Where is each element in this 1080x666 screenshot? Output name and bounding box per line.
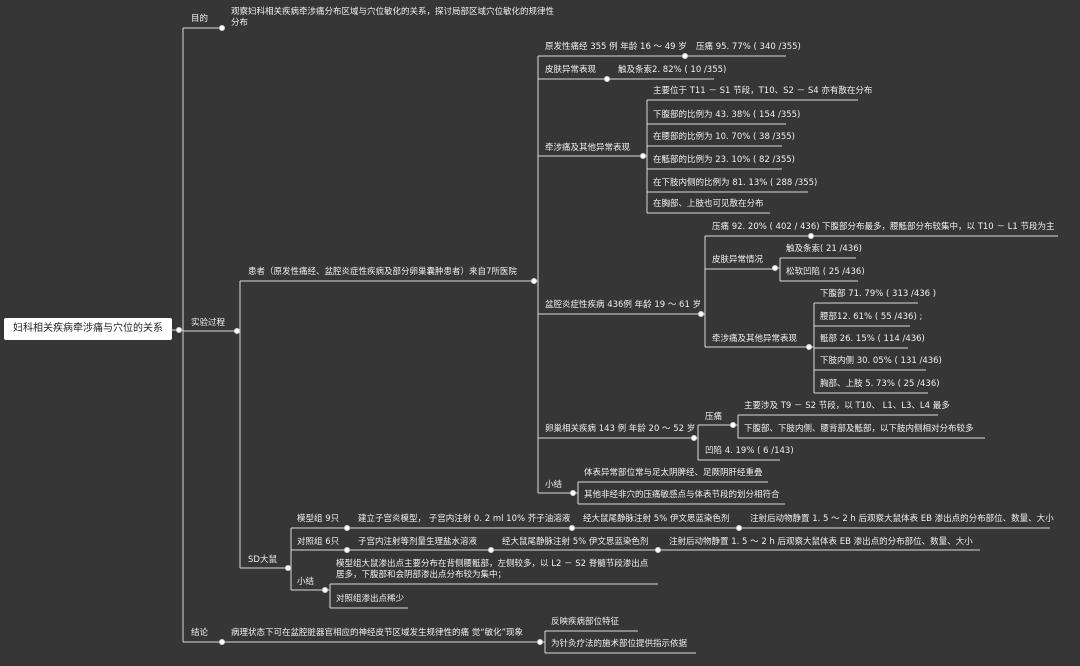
ovary-topic[interactable]: 卵巢相关疾病 143 例 年龄 20 ～ 52 岁 xyxy=(545,424,696,434)
collapse-toggle[interactable] xyxy=(730,422,736,428)
dysmenorrhea-skin-value[interactable]: 触及条索2. 82% ( 10 /355) xyxy=(618,65,727,75)
branch-conclusion[interactable]: 结论 xyxy=(191,628,209,638)
collapse-toggle[interactable] xyxy=(488,547,494,553)
dysmenorrhea-referred[interactable]: 牵涉痛及其他异常表现 xyxy=(545,143,631,153)
rats-summary[interactable]: 小结 xyxy=(297,577,315,587)
collapse-toggle[interactable] xyxy=(682,53,688,59)
rats-summary-item[interactable]: 对照组渗出点稀少 xyxy=(336,594,405,604)
patients-summary-item[interactable]: 体表异常部位常与足太阴脾经、足厥阴肝经重叠 xyxy=(584,468,763,478)
purpose-text[interactable]: 观察妇科相关疾病牵涉痛分布区域与穴位敏化的关系，探讨局部区域穴位敏化的规律性分布 xyxy=(231,7,555,28)
collapse-toggle[interactable] xyxy=(344,525,350,531)
collapse-toggle[interactable] xyxy=(176,327,182,333)
pid-skin-item[interactable]: 触及条索( 21 /436) xyxy=(786,244,862,254)
ovary-depression[interactable]: 凹陷 4. 19% ( 6 /143) xyxy=(705,446,794,456)
dysmenorrhea-tenderness[interactable]: 压痛 95. 77% ( 340 /355) xyxy=(696,42,801,52)
collapse-toggle[interactable] xyxy=(537,639,543,645)
control-step[interactable]: 注射后动物静置 1. 5 ～ 2 h 后观察大鼠体表 EB 渗出点的分布部位、数… xyxy=(669,537,973,547)
branch-experiment[interactable]: 实验过程 xyxy=(191,318,226,328)
control-step[interactable]: 子宫内注射等剂量生理盐水溶液 xyxy=(358,537,478,547)
pid-skin-item[interactable]: 松软凹陷 ( 25 /436) xyxy=(786,267,865,277)
collapse-toggle[interactable] xyxy=(569,525,575,531)
collapse-toggle[interactable] xyxy=(219,25,225,31)
ovary-tenderness-item[interactable]: 下腹部、下肢内侧、腰背部及骶部，以下肢内侧相对分布较多 xyxy=(744,424,974,434)
conclusion-item[interactable]: 反映疾病部位特征 xyxy=(551,617,620,627)
model-step[interactable]: 建立子宫炎模型， 子宫内注射 0. 2 ml 10% 芥子油溶液 xyxy=(358,514,571,524)
dysmenorrhea-item[interactable]: 在下肢内侧的比例为 81. 13% ( 288 /355) xyxy=(653,178,818,188)
collapse-toggle[interactable] xyxy=(772,265,778,271)
dysmenorrhea-item[interactable]: 在胸部、上肢也可见散在分布 xyxy=(653,199,764,209)
collapse-toggle[interactable] xyxy=(806,344,812,350)
model-step[interactable]: 注射后动物静置 1. 5 ～ 2 h 后观察大鼠体表 EB 渗出点的分布部位、数… xyxy=(750,514,1054,524)
control-step[interactable]: 经大鼠尾静脉注射 5% 伊文思蓝染色剂 xyxy=(502,537,649,547)
patients-topic[interactable]: 患者（原发性痛经、盆腔炎症性疾病及部分卵巢囊肿患者）来自7所医院 xyxy=(248,267,517,277)
dysmenorrhea-item[interactable]: 下腹部的比例为 43. 38% ( 154 /355) xyxy=(653,110,801,120)
collapse-toggle[interactable] xyxy=(234,328,240,334)
dysmenorrhea-topic[interactable]: 原发性痛经 355 例 年龄 16 ～ 49 岁 xyxy=(545,42,687,52)
pid-item[interactable]: 下肢内侧 30. 05% ( 131 /436) xyxy=(820,356,942,366)
pid-item[interactable]: 胸部、上肢 5. 73% ( 25 /436) xyxy=(820,379,940,389)
collapse-toggle[interactable] xyxy=(640,153,646,159)
model-group[interactable]: 模型组 9只 xyxy=(297,514,340,524)
pid-item[interactable]: 腰部12. 61% ( 55 /436) ; xyxy=(820,312,923,322)
collapse-toggle[interactable] xyxy=(570,490,576,496)
root-topic[interactable]: 妇科相关疾病牵涉痛与穴位的关系 xyxy=(4,318,172,340)
dysmenorrhea-item[interactable]: 主要位于 T11 － S1 节段，T10、S2 － S4 亦有散在分布 xyxy=(653,86,873,96)
branch-purpose[interactable]: 目的 xyxy=(191,14,209,24)
pid-item[interactable]: 下腹部 71. 79% ( 313 /436 ) xyxy=(820,289,937,299)
patients-summary-item[interactable]: 其他非经非穴的压痛敏感点与体表节段的划分相符合 xyxy=(584,490,780,500)
dysmenorrhea-item[interactable]: 在骶部的比例为 23. 10% ( 82 /355) xyxy=(653,155,795,165)
rats-topic[interactable]: SD大鼠 xyxy=(248,555,277,565)
collapse-toggle[interactable] xyxy=(736,525,742,531)
rats-summary-item[interactable]: 模型组大鼠渗出点主要分布在背侧腰骶部，左侧较多，以 L2 － S2 脊髓节段渗出… xyxy=(336,559,649,580)
collapse-toggle[interactable] xyxy=(285,565,291,571)
collapse-toggle[interactable] xyxy=(219,639,225,645)
patients-summary[interactable]: 小结 xyxy=(545,480,563,490)
ovary-tenderness-item[interactable]: 主要涉及 T9 － S2 节段，以 T10、 L1、L3、L4 最多 xyxy=(744,401,950,411)
collapse-toggle[interactable] xyxy=(808,233,814,239)
collapse-toggle[interactable] xyxy=(698,311,704,317)
collapse-toggle[interactable] xyxy=(691,435,697,441)
pid-referred[interactable]: 牵涉痛及其他异常表现 xyxy=(712,334,798,344)
ovary-tenderness[interactable]: 压痛 xyxy=(705,412,723,422)
pid-item[interactable]: 骶部 26. 15% ( 114 /436) xyxy=(820,334,925,344)
pid-topic[interactable]: 盆腔炎症性疾病 436例 年龄 19 ～ 61 岁 xyxy=(545,300,702,310)
dysmenorrhea-skin[interactable]: 皮肤异常表现 xyxy=(545,65,597,75)
collapse-toggle[interactable] xyxy=(655,547,661,553)
collapse-toggle[interactable] xyxy=(322,587,328,593)
collapse-toggle[interactable] xyxy=(604,76,610,82)
model-step[interactable]: 经大鼠尾静脉注射 5% 伊文思蓝染色剂 xyxy=(583,514,730,524)
pid-skin[interactable]: 皮肤异常情况 xyxy=(712,255,764,265)
collapse-toggle[interactable] xyxy=(344,547,350,553)
pid-tenderness-detail[interactable]: 下腹部分布最多，腰骶部分布较集中，以 T10 － L1 节段为主 xyxy=(822,222,1055,232)
control-group[interactable]: 对照组 6只 xyxy=(297,537,340,547)
conclusion-text[interactable]: 病理状态下可在盆腔脏器官相应的神经皮节区域发生规律性的痛 觉“敏化”现象 xyxy=(231,628,524,638)
dysmenorrhea-item[interactable]: 在腰部的比例为 10. 70% ( 38 /355) xyxy=(653,132,795,142)
collapse-toggle[interactable] xyxy=(531,278,537,284)
pid-tenderness[interactable]: 压痛 92. 20% ( 402 / 436) xyxy=(712,222,820,232)
conclusion-item[interactable]: 为针灸疗法的施术部位提供指示依据 xyxy=(551,639,688,649)
